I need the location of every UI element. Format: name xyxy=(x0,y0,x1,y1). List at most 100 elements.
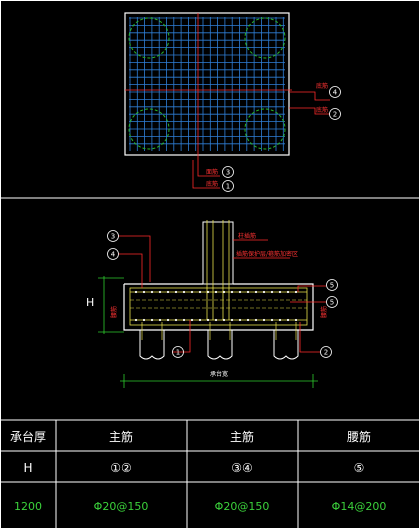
rebar-dot-top xyxy=(134,290,138,294)
marker-circle-sec-right-lower xyxy=(326,296,338,308)
marker-num-sec-right-lower: 5 xyxy=(330,299,334,307)
marker-circle-right-lower xyxy=(329,108,341,120)
pile-circle-top-right xyxy=(244,17,286,59)
leader-right-lower xyxy=(289,107,330,115)
marker-circle-sec-bottom-right xyxy=(320,346,332,358)
cap-rebar-cage xyxy=(129,287,308,326)
table-cell-marks-12: ①② xyxy=(110,461,132,475)
rebar-dot-bottom xyxy=(206,318,210,322)
pile-circle-bottom-left xyxy=(128,108,170,150)
rebar-dot-top xyxy=(206,290,210,294)
marker-num-right-upper: 4 xyxy=(333,89,338,97)
leader-bottom-mid xyxy=(172,320,191,353)
label-right-upper: 底筋 xyxy=(316,82,328,90)
rebar-dot-top xyxy=(150,290,154,294)
rebar-dot-bottom xyxy=(150,318,154,322)
rebar-dot-bottom xyxy=(142,318,146,322)
rebar-dot-bottom xyxy=(246,318,250,322)
table-header-main-bar-1: 主筋 xyxy=(109,429,133,444)
rebar-dot-bottom xyxy=(182,318,186,322)
pile-shaft xyxy=(139,330,165,360)
rebar-dot-bottom xyxy=(190,318,194,322)
rebar-dot-top xyxy=(182,290,186,294)
rebar-dot-top xyxy=(238,290,242,294)
rebar-dot-top xyxy=(214,290,218,294)
label-column-bar: 柱插筋 xyxy=(238,232,256,240)
pile-cap-outline xyxy=(124,12,290,156)
rebar-dot-bottom xyxy=(198,318,202,322)
table-cell-marks-5: ⑤ xyxy=(354,461,365,475)
rebar-dot-top xyxy=(286,290,290,294)
marker-num-right-lower: 2 xyxy=(333,111,337,119)
height-dim-label: H xyxy=(86,296,94,309)
marker-num-sec-bottom-right: 2 xyxy=(324,349,328,357)
leader-bottom-upper xyxy=(197,160,220,177)
rebar-dot-bottom xyxy=(174,318,178,322)
table-header-waist-bar: 腰筋 xyxy=(347,429,371,444)
leader-top-left-upper xyxy=(118,235,151,282)
table-cell-main-bar-2-value: Φ20@150 xyxy=(215,500,270,513)
rebar-dot-bottom xyxy=(158,318,162,322)
table-cell-h: H xyxy=(23,461,32,475)
marker-circle-bottom-upper xyxy=(222,166,234,178)
width-dim-label: 承台宽 xyxy=(210,370,228,378)
piles xyxy=(139,322,299,360)
rebar-dot-bottom xyxy=(270,318,274,322)
rebar-dot-bottom xyxy=(214,318,218,322)
leader-bottom-right xyxy=(299,322,320,353)
side-label-left: 腰筋 xyxy=(110,306,118,318)
rebar-dot-top xyxy=(222,290,226,294)
label-bottom-lower: 底筋 xyxy=(206,180,218,188)
marker-circle-sec-top-left-upper xyxy=(107,230,119,242)
pile-shaft xyxy=(207,330,233,360)
rebar-dot-top xyxy=(158,290,162,294)
rebar-dots xyxy=(134,290,298,322)
marker-num-bottom-upper: 3 xyxy=(226,169,230,177)
leader-right-upper-sec xyxy=(297,285,326,292)
table-cell-waist-bar-value: Φ14@200 xyxy=(332,500,387,513)
rebar-dot-bottom xyxy=(262,318,266,322)
leader-right-upper xyxy=(289,91,330,101)
rebar-dot-top xyxy=(142,290,146,294)
rebar-dot-bottom xyxy=(230,318,234,322)
plan-view: 底筋 底筋 4 2 面筋 底筋 3 1 xyxy=(124,12,341,192)
marker-num-bottom-lower: 1 xyxy=(226,183,230,191)
marker-circle-right-upper xyxy=(329,86,341,98)
table-cell-marks-34: ③④ xyxy=(231,461,253,475)
rebar-dot-top xyxy=(190,290,194,294)
rebar-dot-top xyxy=(198,290,202,294)
cap-outline-lower xyxy=(123,283,314,331)
leader-top-left-lower xyxy=(118,253,143,288)
rebar-dot-top xyxy=(278,290,282,294)
marker-circle-bottom-lower xyxy=(222,180,234,192)
marker-circle-sec-top-left-lower xyxy=(107,248,119,260)
rebar-dot-bottom xyxy=(254,318,258,322)
table-cell-main-bar-1-value: Φ20@150 xyxy=(94,500,149,513)
rebar-dot-top xyxy=(174,290,178,294)
table-cell-thickness-value: 1200 xyxy=(14,500,42,513)
rebar-dot-top xyxy=(254,290,258,294)
rebar-dot-bottom xyxy=(278,318,282,322)
section-view: H 腰筋 腰筋 承台宽 3 4 柱插筋 插筋保护层/箍筋加密区 5 5 1 2 xyxy=(86,220,338,388)
pile-shaft xyxy=(273,330,299,360)
label-right-lower: 底筋 xyxy=(316,106,328,114)
rebar-dot-top xyxy=(294,290,298,294)
label-bottom-upper: 面筋 xyxy=(206,168,218,176)
marker-num-sec-top-left-upper: 3 xyxy=(111,233,115,241)
rebar-dot-top xyxy=(246,290,250,294)
rebar-dot-bottom xyxy=(166,318,170,322)
marker-num-sec-right-upper: 5 xyxy=(330,282,334,290)
rebar-mesh xyxy=(129,17,285,151)
pile-circle-bottom-right xyxy=(244,108,286,150)
rebar-dot-bottom xyxy=(294,318,298,322)
rebar-table: 承台厚 主筋 主筋 腰筋 H ①② ③④ ⑤ 1200 Φ20@150 Φ20@… xyxy=(0,420,420,529)
rebar-dot-top xyxy=(166,290,170,294)
marker-circle-sec-bottom-mid xyxy=(172,346,184,358)
marker-num-sec-bottom-mid: 1 xyxy=(176,349,180,357)
rebar-dot-top xyxy=(262,290,266,294)
leader-bottom-lower xyxy=(192,160,220,189)
rebar-dot-bottom xyxy=(134,318,138,322)
rebar-dot-bottom xyxy=(238,318,242,322)
marker-num-sec-top-left-lower: 4 xyxy=(111,251,116,259)
column-outline xyxy=(202,221,234,285)
